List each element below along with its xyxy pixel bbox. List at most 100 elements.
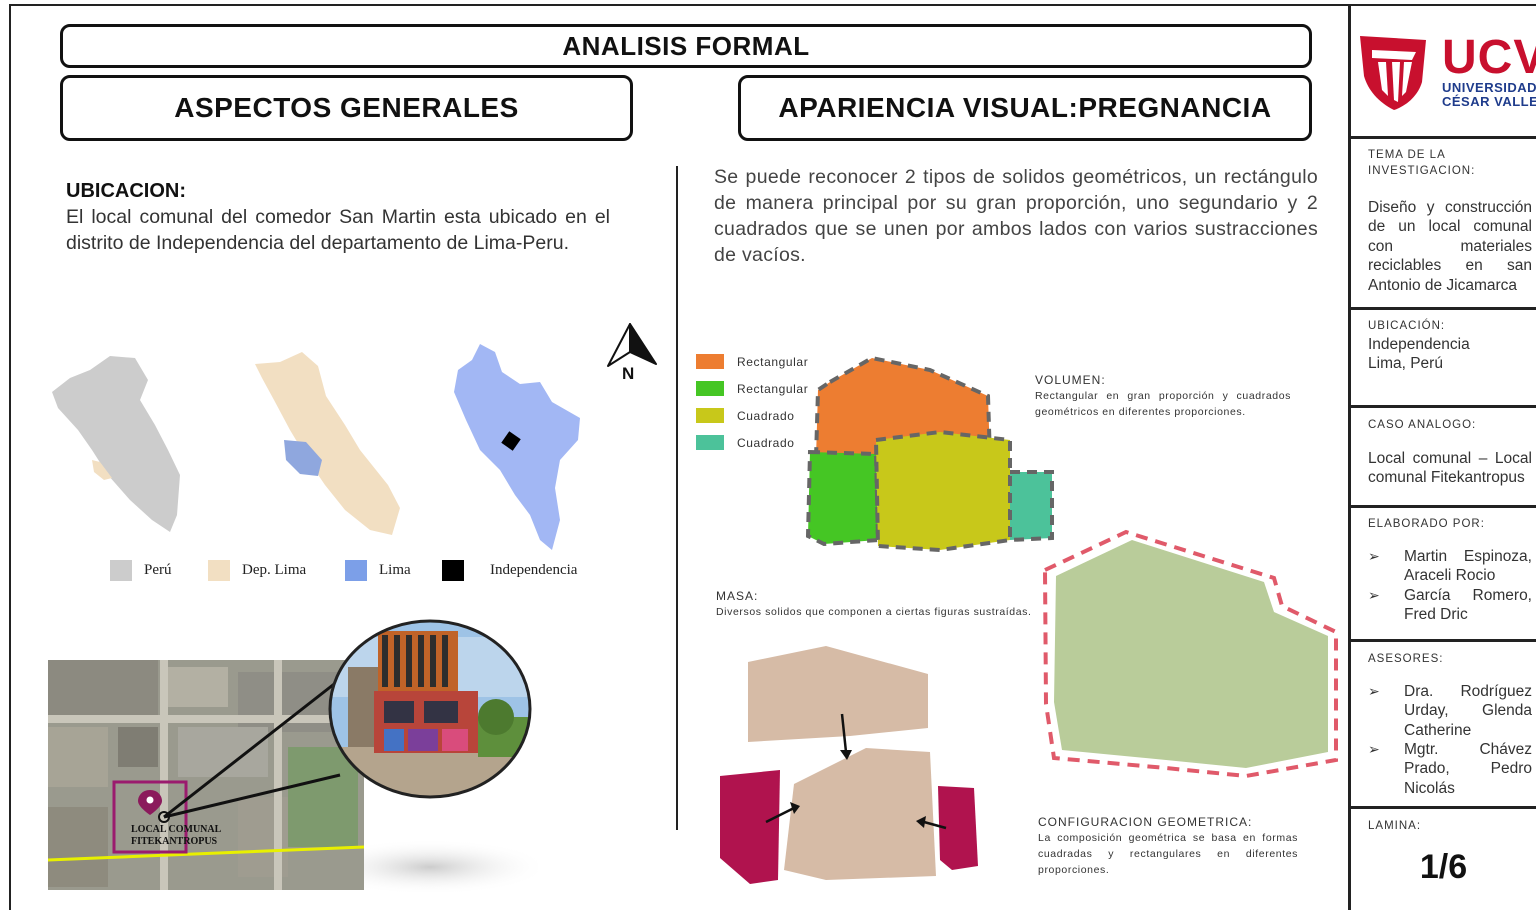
callout-line: [163, 773, 341, 819]
lamina-number: 1/6: [1419, 848, 1468, 886]
dep-lima-map: [255, 352, 400, 535]
section-title-pregnancia: APARIENCIA VISUAL:PREGNANCIA: [738, 75, 1312, 141]
ubicacion-text: El local comunal del comedor San Martin …: [66, 206, 610, 254]
sidebar-separator: [1351, 806, 1536, 809]
caso-label: CASO ANALOGO:: [1368, 419, 1477, 431]
arrow-down: [840, 713, 848, 753]
masa-text: Diversos solidos que componen a ciertas …: [716, 606, 1032, 618]
legend-label: Independencia: [490, 562, 578, 578]
geometric-configuration-fill: [1054, 540, 1328, 768]
volumen-note: VOLUMEN: Rectangular en gran proporción …: [1035, 372, 1291, 420]
mass-left: [720, 770, 780, 884]
tema-label: TEMA DE LA INVESTIGACION:: [1368, 149, 1476, 177]
author-name: Martin Espinoza, Araceli Rocio: [1404, 548, 1532, 585]
volume-square-main: [873, 429, 1012, 553]
photo-shadow: [310, 839, 538, 892]
asesor-name: Dra. Rodríguez Urday, Glenda Catherine: [1404, 683, 1532, 739]
legend-item-lima: Lima: [345, 560, 411, 581]
volume-legend: Rectangular Rectangular Cuadrado Cuadrad…: [696, 348, 808, 456]
north-label: N: [622, 364, 634, 383]
site-boundary: [112, 780, 188, 854]
north-arrow-icon: N: [607, 323, 657, 383]
volumen-heading: VOLUMEN:: [1035, 373, 1106, 387]
location-maps: [52, 344, 580, 550]
lima-map: [454, 344, 580, 550]
arrow-right-in: [923, 820, 947, 830]
arrow-left-in: [765, 806, 795, 824]
ubicacion-line2: Lima, Perú: [1368, 355, 1443, 372]
volumen-text: Rectangular en gran proporción y cuadrad…: [1035, 390, 1291, 418]
peru-lima-region: [92, 460, 112, 480]
sidebar-separator: [1351, 136, 1536, 139]
volume-legend-item: Cuadrado: [696, 402, 808, 429]
author-name: García Romero, Fred Dric: [1404, 587, 1532, 624]
legend-swatch: [110, 560, 132, 581]
sidebar-divider: [1348, 4, 1351, 910]
legend-label: Dep. Lima: [242, 562, 307, 578]
volume-legend-item: Cuadrado: [696, 429, 808, 456]
legend-label: Cuadrado: [737, 435, 795, 450]
sheet-frame: [9, 4, 1536, 910]
configuracion-heading: CONFIGURACION GEOMETRICA:: [1038, 815, 1253, 829]
page-title: ANALISIS FORMAL: [60, 24, 1312, 68]
ubicacion-line1: Independencia: [1368, 336, 1470, 353]
legend-swatch: [696, 381, 724, 396]
legend-item-dep-lima: Dep. Lima: [208, 560, 306, 581]
volume-legend-item: Rectangular: [696, 348, 808, 375]
bullet-arrow-icon: ➢: [1368, 587, 1380, 603]
bullet-arrow-icon: ➢: [1368, 548, 1380, 564]
section-title-aspectos: ASPECTOS GENERALES: [60, 75, 633, 141]
legend-item-peru: Perú: [110, 560, 172, 581]
ucv-shield-logo: [1360, 36, 1426, 110]
asesor-name: Mgtr. Chávez Prado, Pedro Nicolás: [1404, 741, 1532, 797]
aerial-photo: LOCAL COMUNAL FITEKANTROPUS: [48, 619, 538, 892]
legend-label: Lima: [379, 562, 411, 578]
volume-diagrams: [720, 355, 1338, 884]
author-item: ➢ García Romero, Fred Dric: [1368, 586, 1532, 625]
building-photo: [330, 621, 530, 797]
asesores-label: ASESORES:: [1368, 653, 1444, 665]
column-divider: [676, 166, 678, 830]
bullet-arrow-icon: ➢: [1368, 683, 1380, 699]
bullet-arrow-icon: ➢: [1368, 741, 1380, 757]
mass-top: [748, 646, 928, 742]
callout-line: [163, 679, 339, 819]
legend-label: Rectangular: [737, 381, 809, 396]
sidebar-separator: [1351, 505, 1536, 508]
legend-swatch: [696, 354, 724, 369]
pregnancia-text: Se puede reconocer 2 tipos de solidos ge…: [714, 166, 1318, 266]
peru-map: [52, 356, 180, 532]
mass-right: [938, 786, 978, 870]
sidebar-separator: [1351, 639, 1536, 642]
legend-label: Rectangular: [737, 354, 809, 369]
caso-text: Local comunal – Local comunal Fitekantro…: [1368, 450, 1532, 487]
tema-text: Diseño y construcción de un local comuna…: [1368, 199, 1532, 294]
configuracion-text: La composición geométrica se basa en for…: [1038, 832, 1298, 876]
legend-label: Cuadrado: [737, 408, 795, 423]
masa-note: MASA: Diversos solidos que componen a ci…: [716, 588, 1038, 620]
masa-heading: MASA:: [716, 589, 759, 603]
ubicacion-heading: UBICACION:: [66, 180, 186, 202]
sidebar-separator: [1351, 405, 1536, 408]
volume-square-small: [1008, 470, 1054, 543]
ucv-logo-subtitle: UNIVERSIDAD: [1442, 80, 1536, 95]
author-item: ➢ Martin Espinoza, Araceli Rocio: [1368, 547, 1532, 586]
mass-center: [784, 748, 936, 880]
legend-label: Perú: [144, 562, 172, 578]
lamina-label: LAMINA:: [1368, 820, 1422, 832]
sidebar-separator: [1351, 307, 1536, 310]
configuracion-note: CONFIGURACION GEOMETRICA: La composición…: [1038, 814, 1298, 878]
volume-secondary-rectangle: [805, 449, 881, 547]
asesor-item: ➢ Mgtr. Chávez Prado, Pedro Nicolás: [1368, 740, 1532, 798]
legend-swatch: [696, 408, 724, 423]
legend-swatch: [345, 560, 367, 581]
legend-swatch: [208, 560, 230, 581]
ucv-logo-subtitle: CÉSAR VALLEJO: [1442, 94, 1536, 109]
zoom-circle: [328, 619, 532, 799]
ubicacion-label: UBICACIÓN:: [1368, 320, 1446, 332]
elaborado-label: ELABORADO POR:: [1368, 518, 1485, 530]
dep-lima-province: [284, 440, 322, 476]
ucv-logo-text: UCV: [1442, 31, 1536, 84]
independencia-marker: [501, 431, 521, 451]
site-label-line2: FITEKANTROPUS: [131, 836, 218, 847]
